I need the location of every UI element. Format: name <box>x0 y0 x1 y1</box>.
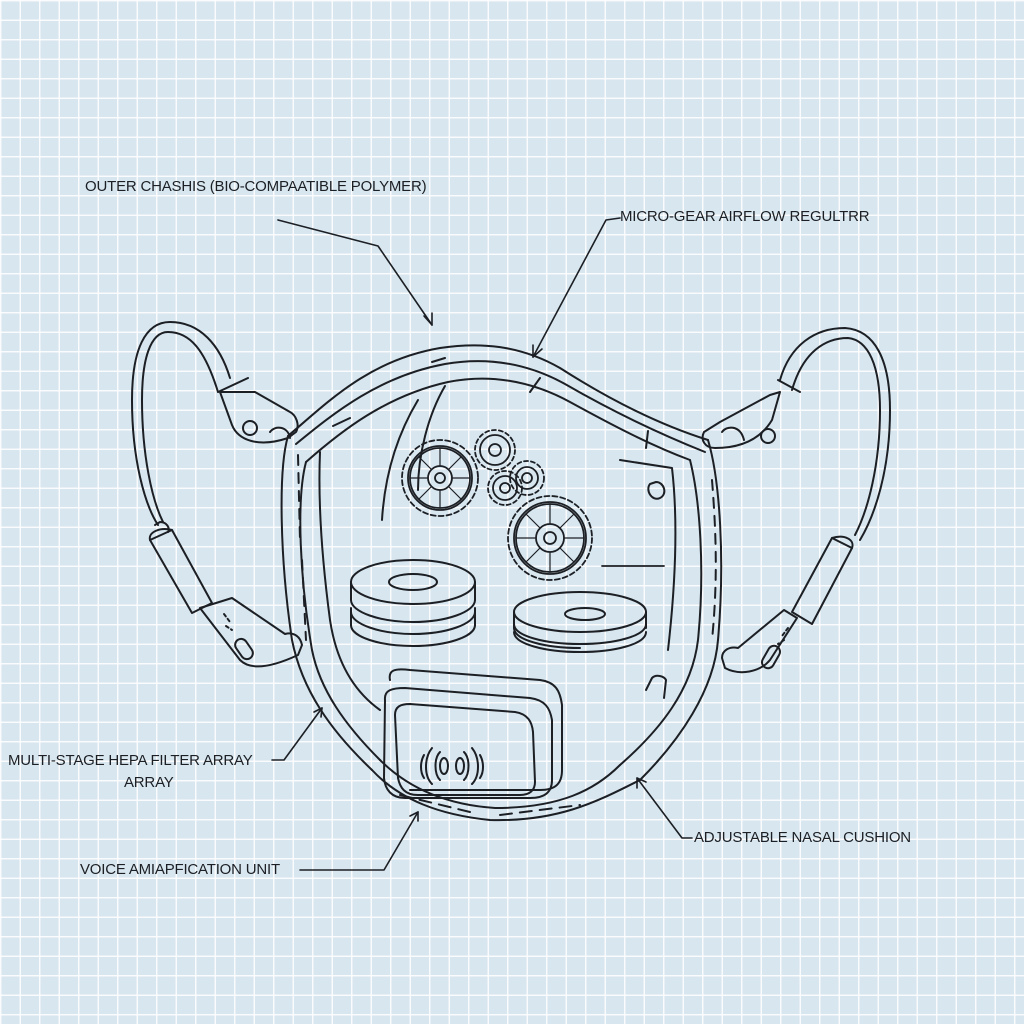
right-upper-buckle <box>703 392 780 448</box>
gear-large-right <box>508 496 592 580</box>
filter-disc-right <box>514 592 646 652</box>
label-hepa-filter-line2: ARRAY <box>124 774 174 791</box>
left-upper-rivet <box>243 421 257 435</box>
leader-nasal-cushion <box>637 778 692 838</box>
gear-large-left <box>402 440 478 516</box>
speaker-wave-right-icon <box>464 748 483 784</box>
leader-micro-gear <box>533 218 620 357</box>
leader-lines <box>272 218 692 870</box>
left-strap-cylinder <box>150 530 212 613</box>
filter-discs <box>351 560 646 652</box>
filter-disc-left <box>351 560 475 646</box>
label-hepa-filter: MULTI-STAGE HEPA FILTER ARRAY <box>8 752 253 769</box>
outer-chassis <box>282 345 722 820</box>
left-upper-buckle <box>220 392 298 442</box>
leader-voice-unit <box>300 812 418 870</box>
right-head-strap <box>703 328 890 672</box>
leader-outer-chassis <box>278 220 432 325</box>
left-head-strap <box>132 322 302 666</box>
label-outer-chassis: OUTER CHASHIS (BIO-COMPAATIBLE POLYMER) <box>85 178 427 195</box>
right-upper-rivet <box>761 429 775 443</box>
leader-hepa-filter <box>272 708 322 760</box>
left-lower-buckle <box>200 598 302 666</box>
speaker-wave-left-icon <box>421 748 440 784</box>
label-voice-unit: VOICE AMIAPFICATION UNIT <box>80 861 280 878</box>
gear-train <box>402 430 664 580</box>
voice-amplifier <box>384 669 562 798</box>
label-micro-gear: MICRO-GEAR AIRFLOW REGULTRR <box>620 208 870 225</box>
chassis-cutout-lower <box>646 676 666 698</box>
right-lower-buckle <box>722 610 797 672</box>
chassis-cutout-upper <box>648 482 664 499</box>
label-nasal-cushion: ADJUSTABLE NASAL CUSHION <box>694 829 911 846</box>
gear-small-top <box>475 430 515 470</box>
gear-small-right <box>510 461 544 495</box>
right-strap-cylinder <box>792 538 852 624</box>
